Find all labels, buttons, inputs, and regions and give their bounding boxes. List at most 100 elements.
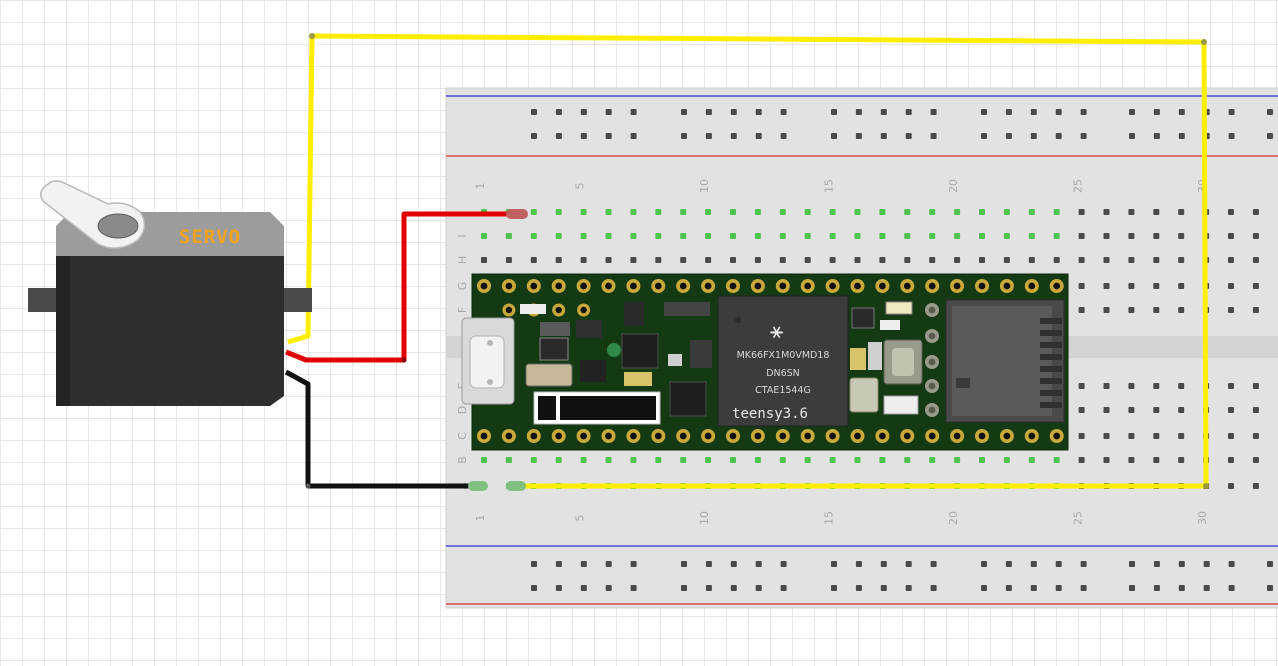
breadboard-hole[interactable]	[1053, 257, 1060, 263]
breadboard-hole[interactable]	[1252, 257, 1259, 263]
breadboard-hole[interactable]	[530, 457, 537, 463]
breadboard-hole[interactable]	[1178, 233, 1185, 239]
breadboard-hole[interactable]	[829, 457, 836, 463]
breadboard-hole[interactable]	[1103, 209, 1110, 215]
breadboard-hole[interactable]	[680, 257, 687, 263]
breadboard-hole[interactable]	[605, 457, 612, 463]
breadboard-hole[interactable]	[1153, 383, 1160, 389]
rail-hole[interactable]	[705, 109, 712, 115]
rail-hole[interactable]	[1129, 585, 1135, 591]
breadboard-hole[interactable]	[1252, 457, 1259, 463]
breadboard-hole[interactable]	[630, 457, 637, 463]
breadboard-hole[interactable]	[1178, 307, 1185, 313]
rail-hole[interactable]	[730, 585, 737, 591]
breadboard-hole[interactable]	[1252, 283, 1259, 289]
rail-hole[interactable]	[555, 133, 562, 139]
breadboard-hole[interactable]	[954, 457, 961, 463]
rail-hole[interactable]	[1005, 585, 1012, 591]
breadboard-hole[interactable]	[1228, 257, 1234, 263]
breadboard-hole[interactable]	[954, 257, 961, 263]
rail-hole[interactable]	[1030, 561, 1037, 567]
breadboard-hole[interactable]	[829, 257, 836, 263]
rail-hole[interactable]	[1203, 561, 1210, 567]
rail-hole[interactable]	[1055, 133, 1062, 139]
breadboard-hole[interactable]	[1228, 407, 1234, 413]
rail-hole[interactable]	[681, 109, 687, 115]
rail-hole[interactable]	[681, 561, 687, 567]
breadboard-hole[interactable]	[1153, 457, 1160, 463]
breadboard-hole[interactable]	[1078, 233, 1085, 239]
rail-hole[interactable]	[1030, 109, 1037, 115]
breadboard-hole[interactable]	[1028, 257, 1035, 263]
rail-hole[interactable]	[1153, 109, 1160, 115]
rail-hole[interactable]	[630, 561, 637, 567]
breadboard-hole[interactable]	[979, 457, 985, 463]
breadboard-hole[interactable]	[1153, 407, 1160, 413]
rail-hole[interactable]	[1178, 585, 1185, 591]
breadboard-hole[interactable]	[1128, 307, 1135, 313]
rail-hole[interactable]	[1030, 585, 1037, 591]
rail-hole[interactable]	[1178, 561, 1185, 567]
rail-hole[interactable]	[855, 109, 862, 115]
breadboard-hole[interactable]	[804, 233, 811, 239]
breadboard-hole[interactable]	[1028, 457, 1035, 463]
rail-hole[interactable]	[930, 561, 937, 567]
breadboard-hole[interactable]	[1028, 233, 1035, 239]
breadboard-hole[interactable]	[1128, 433, 1135, 439]
rail-hole[interactable]	[780, 561, 787, 567]
rail-hole[interactable]	[1153, 585, 1160, 591]
breadboard-hole[interactable]	[1228, 283, 1234, 289]
breadboard-hole[interactable]	[1128, 209, 1135, 215]
breadboard-hole[interactable]	[1178, 209, 1185, 215]
breadboard-hole[interactable]	[754, 209, 761, 215]
rail-hole[interactable]	[1203, 585, 1210, 591]
breadboard-hole[interactable]	[1053, 457, 1060, 463]
breadboard-hole[interactable]	[1128, 257, 1135, 263]
rail-hole[interactable]	[580, 561, 587, 567]
breadboard-hole[interactable]	[1228, 209, 1234, 215]
breadboard-hole[interactable]	[1178, 457, 1185, 463]
breadboard-hole[interactable]	[804, 457, 811, 463]
rail-hole[interactable]	[630, 109, 637, 115]
breadboard-hole[interactable]	[730, 209, 736, 215]
breadboard-hole[interactable]	[1228, 233, 1234, 239]
rail-hole[interactable]	[1267, 585, 1273, 591]
breadboard-hole[interactable]	[954, 209, 961, 215]
rail-hole[interactable]	[905, 585, 912, 591]
breadboard-hole[interactable]	[1078, 307, 1085, 313]
breadboard-hole[interactable]	[1128, 407, 1135, 413]
breadboard-hole[interactable]	[1103, 457, 1110, 463]
breadboard-hole[interactable]	[1053, 233, 1060, 239]
rail-hole[interactable]	[905, 109, 912, 115]
breadboard-hole[interactable]	[754, 457, 761, 463]
breadboard-hole[interactable]	[979, 209, 985, 215]
rail-hole[interactable]	[705, 561, 712, 567]
breadboard-hole[interactable]	[1153, 257, 1160, 263]
breadboard-hole[interactable]	[779, 457, 786, 463]
breadboard-hole[interactable]	[1078, 407, 1085, 413]
rail-hole[interactable]	[555, 561, 562, 567]
breadboard-hole[interactable]	[605, 257, 612, 263]
rail-hole[interactable]	[1055, 109, 1062, 115]
rail-hole[interactable]	[930, 585, 937, 591]
breadboard-hole[interactable]	[1252, 209, 1259, 215]
rail-hole[interactable]	[531, 109, 537, 115]
rail-hole[interactable]	[1267, 109, 1273, 115]
breadboard-hole[interactable]	[530, 257, 537, 263]
breadboard-hole[interactable]	[655, 457, 662, 463]
rail-hole[interactable]	[981, 585, 987, 591]
rail-hole[interactable]	[1005, 133, 1012, 139]
breadboard-hole[interactable]	[505, 457, 512, 463]
breadboard-hole[interactable]	[1078, 283, 1085, 289]
rail-hole[interactable]	[1267, 561, 1273, 567]
rail-hole[interactable]	[755, 133, 762, 139]
rail-hole[interactable]	[531, 585, 537, 591]
rail-hole[interactable]	[630, 585, 637, 591]
servo-motor[interactable]: SERVO	[28, 180, 312, 406]
breadboard-hole[interactable]	[481, 233, 487, 239]
breadboard-hole[interactable]	[1103, 433, 1110, 439]
breadboard-hole[interactable]	[530, 233, 537, 239]
rail-hole[interactable]	[730, 561, 737, 567]
breadboard-hole[interactable]	[979, 257, 985, 263]
rail-hole[interactable]	[1005, 109, 1012, 115]
